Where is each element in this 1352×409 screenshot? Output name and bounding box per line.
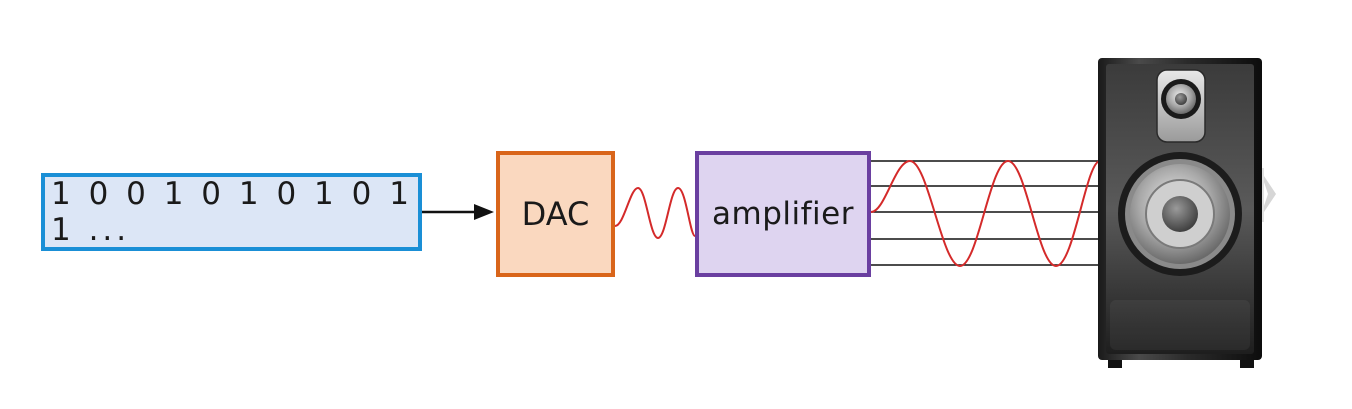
dac-box: DAC — [496, 151, 615, 277]
input-arrow-head — [474, 204, 494, 220]
amplifier-label: amplifier — [712, 196, 854, 232]
speaker-icon — [1098, 58, 1276, 368]
amplified-signal-lines — [871, 160, 1100, 266]
digital-input-box: 1 0 0 1 0 1 0 1 0 1 1 ... — [41, 173, 422, 251]
digital-input-label: 1 0 0 1 0 1 0 1 0 1 1 ... — [51, 176, 413, 248]
amplified-wave — [870, 159, 1101, 268]
dac-label: DAC — [521, 195, 590, 233]
dac-output-wave — [614, 186, 696, 240]
amplifier-box: amplifier — [695, 151, 871, 277]
